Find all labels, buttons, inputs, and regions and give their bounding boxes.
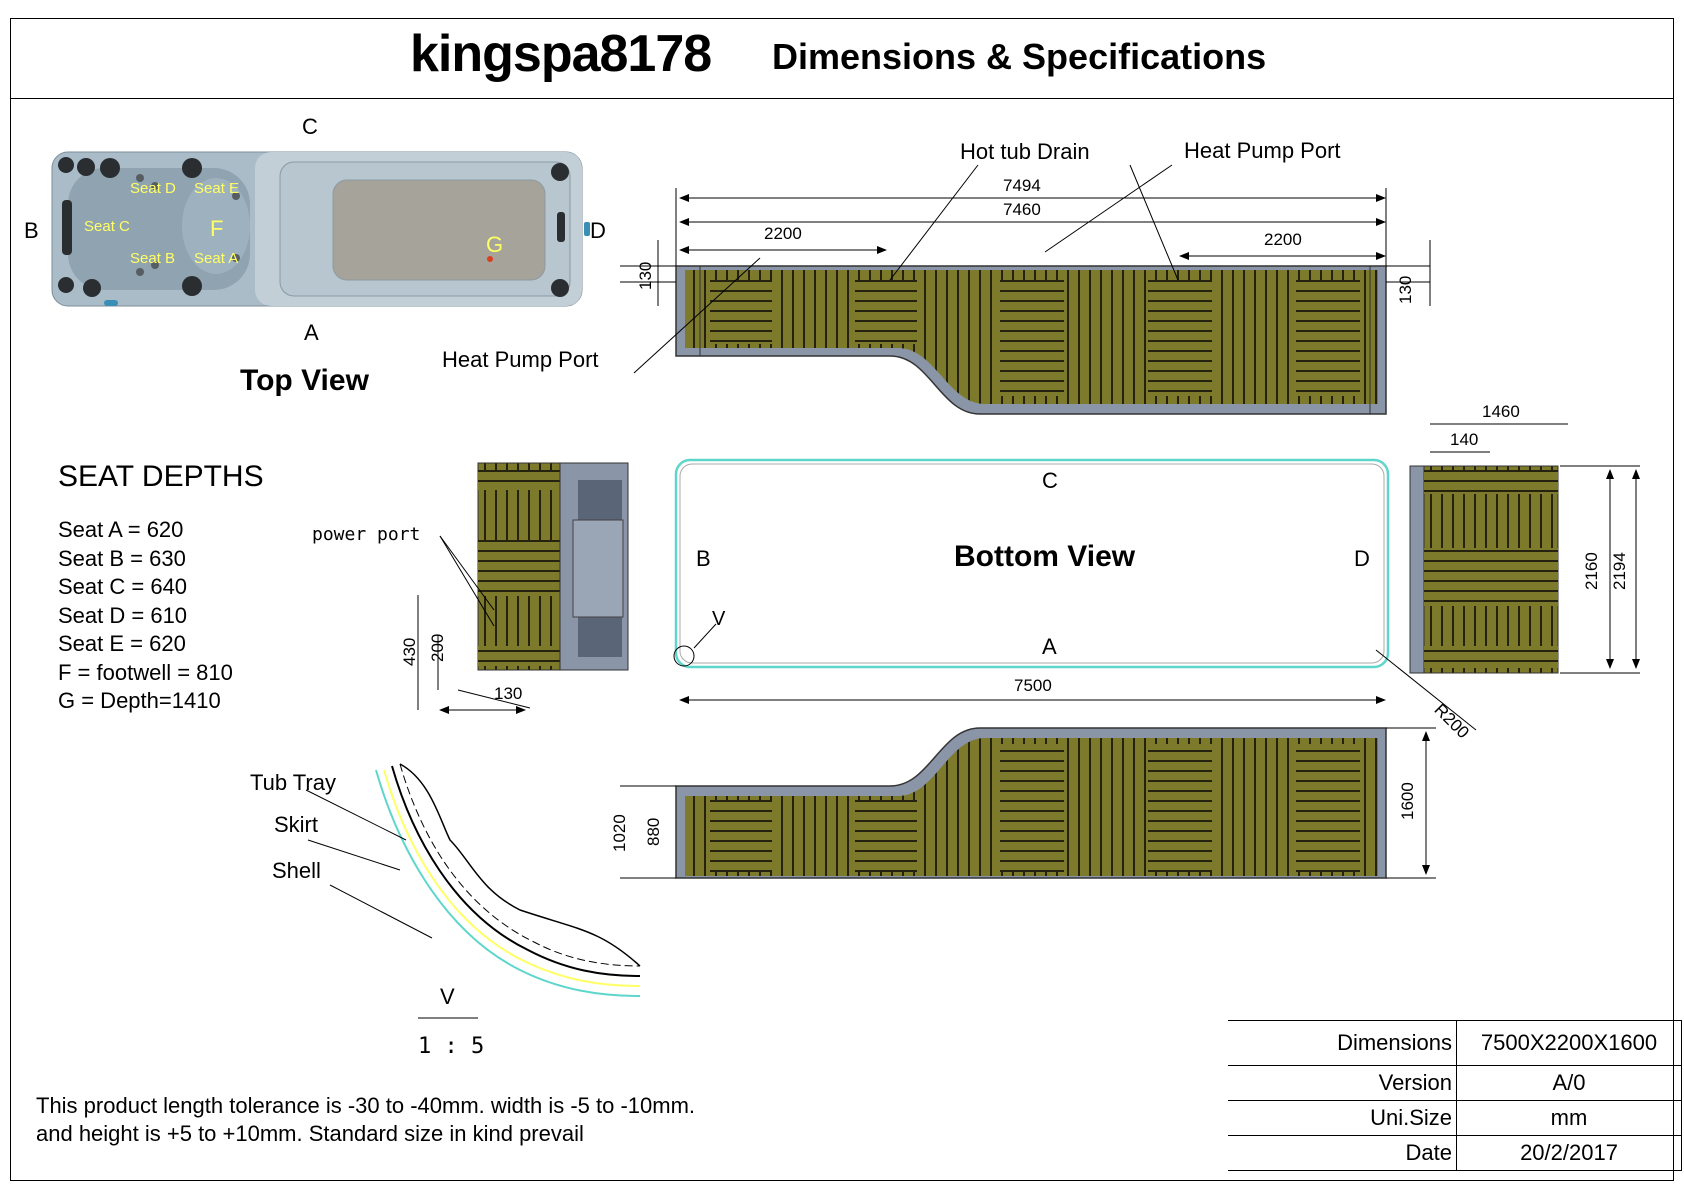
dim-2160: 2160 [1582, 552, 1601, 590]
tolerance-note-line-2: and height is +5 to +10mm. Standard size… [36, 1121, 584, 1146]
spec-key: Uni.Size [1228, 1100, 1457, 1136]
seat-depth-item: Seat C = 640 [58, 574, 188, 599]
shell-label: Shell [272, 858, 321, 883]
seat-depths-title: SEAT DEPTHS [58, 460, 264, 493]
bottom-view-outline [673, 458, 1390, 669]
seat-depth-item: Seat A = 620 [58, 517, 184, 542]
seat-depth-item: Seat E = 620 [58, 631, 186, 656]
spec-row: Version A/0 [1228, 1065, 1682, 1101]
bottom-view-label-a: A [1042, 634, 1057, 659]
dim-130-right: 130 [1396, 275, 1415, 304]
dim-130-end: 130 [494, 684, 523, 703]
heat-pump-port-callout-top: Heat Pump Port [1184, 138, 1341, 163]
spec-key: Version [1228, 1065, 1457, 1101]
dim-140: 140 [1450, 430, 1479, 449]
seat-depths-list: Seat A = 620 Seat B = 630 Seat C = 640 S… [58, 516, 233, 716]
drawing-frame [10, 18, 1674, 1181]
front-elevation [675, 727, 1387, 879]
header-divider [10, 98, 1674, 99]
dim-130-left: 130 [636, 261, 655, 290]
top-view-label-d: D [590, 218, 606, 243]
dim-7460: 7460 [1003, 200, 1041, 219]
brand-title: kingspa8178 [410, 25, 712, 83]
seat-depth-item: F = footwell = 810 [58, 659, 233, 685]
side-elevation-top [675, 265, 1387, 415]
dim-200: 200 [428, 633, 447, 662]
spec-row: Date 20/2/2017 [1228, 1135, 1682, 1171]
bottom-view-title: Bottom View [954, 540, 1136, 573]
seat-tag-e: Seat E [194, 180, 240, 197]
dim-430: 430 [400, 637, 419, 666]
spec-row: Dimensions 7500X2200X1600 [1228, 1020, 1682, 1066]
depth-label: G [486, 232, 504, 257]
page-title: Dimensions & Specifications [772, 36, 1267, 77]
dim-2194: 2194 [1610, 552, 1629, 590]
bottom-view-label-c: C [1042, 468, 1058, 493]
dim-1600: 1600 [1398, 782, 1417, 820]
footwell-label: F [210, 216, 224, 241]
top-view-image [51, 151, 590, 307]
dim-2200-right: 2200 [1264, 230, 1302, 249]
right-end-view [1409, 465, 1559, 674]
left-end-view [477, 462, 629, 671]
seat-tag-b: Seat B [130, 250, 176, 267]
dim-2200-left: 2200 [764, 224, 802, 243]
dim-1460: 1460 [1482, 402, 1520, 421]
section-detail [375, 763, 641, 997]
dim-7500: 7500 [1014, 676, 1052, 695]
spec-table: Dimensions 7500X2200X1600 Version A/0 Un… [1228, 1020, 1682, 1171]
tolerance-note-line-1: This product length tolerance is -30 to … [36, 1093, 696, 1118]
heat-pump-port-callout-left: Heat Pump Port [442, 347, 599, 372]
bottom-view-label-b: B [696, 546, 711, 571]
seat-tag-d: Seat D [130, 180, 176, 197]
seat-depth-item: G = Depth=1410 [58, 688, 221, 713]
tub-tray-label: Tub Tray [250, 770, 336, 795]
spec-value: 7500X2200X1600 [1456, 1020, 1682, 1066]
spec-value: 20/2/2017 [1456, 1135, 1682, 1171]
top-view-title: Top View [240, 364, 369, 397]
spec-key: Dimensions [1228, 1020, 1457, 1066]
tolerance-note: This product length tolerance is -30 to … [36, 1092, 695, 1148]
seat-tag-c: Seat C [84, 218, 130, 235]
dimension-lines [305, 164, 1640, 1019]
seat-depth-item: Seat B = 630 [58, 545, 186, 571]
seat-tag-a: Seat A [194, 250, 239, 267]
hot-tub-drain-callout: Hot tub Drain [960, 139, 1090, 164]
top-view-label-b: B [24, 218, 39, 243]
spec-row: Uni.Size mm [1228, 1100, 1682, 1136]
spec-value: mm [1456, 1100, 1682, 1136]
seat-depth-item: Seat D = 610 [58, 602, 188, 628]
bottom-view-label-d: D [1354, 546, 1370, 571]
power-port-callout: power port [312, 524, 421, 545]
section-scale: 1 : 5 [418, 1034, 485, 1059]
section-v-label: V [440, 984, 455, 1009]
spec-key: Date [1228, 1135, 1457, 1171]
dim-7494: 7494 [1003, 176, 1041, 195]
dim-880: 880 [644, 817, 663, 846]
skirt-label: Skirt [274, 812, 318, 837]
top-view-label-c: C [302, 114, 318, 139]
spec-value: A/0 [1456, 1065, 1682, 1101]
top-view-label-a: A [304, 320, 319, 345]
detail-v-marker: V [712, 608, 726, 630]
dim-1020: 1020 [610, 814, 629, 852]
